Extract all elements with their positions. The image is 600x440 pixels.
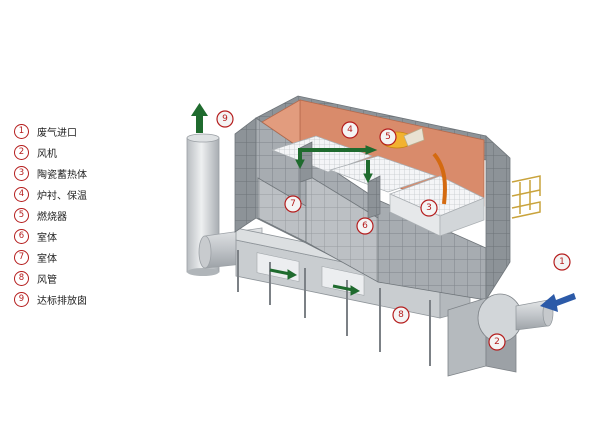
legend-label: 达标排放囱 xyxy=(37,296,87,307)
callout-8: 8 xyxy=(392,306,410,324)
inlet-arrow xyxy=(540,293,576,312)
support-frame xyxy=(237,250,431,366)
legend-number: 6 xyxy=(14,229,29,244)
legend-label: 室体 xyxy=(37,254,57,265)
callout-6: 6 xyxy=(356,217,374,235)
svg-text:3: 3 xyxy=(426,203,432,213)
svg-text:6: 6 xyxy=(362,221,368,231)
callout-1: 1 xyxy=(553,253,571,271)
legend-label: 风机 xyxy=(37,149,57,160)
legend: 1 废气进口 2 风机 3 陶瓷蓄热体 4 炉衬、保温 5 燃烧器 6 室体 7 室体 8 风管 9 达标排放囱 xyxy=(14,121,154,310)
legend-item: 3 陶瓷蓄热体 xyxy=(14,163,154,184)
legend-item: 4 炉衬、保温 xyxy=(14,184,154,205)
legend-label: 风管 xyxy=(37,275,57,286)
legend-number: 4 xyxy=(14,187,29,202)
legend-item: 1 废气进口 xyxy=(14,121,154,142)
legend-item: 5 燃烧器 xyxy=(14,205,154,226)
legend-number: 5 xyxy=(14,208,29,223)
svg-text:7: 7 xyxy=(290,199,296,209)
legend-label: 废气进口 xyxy=(37,128,77,139)
legend-label: 炉衬、保温 xyxy=(37,191,87,202)
callout-3: 3 xyxy=(420,199,438,217)
callout-4: 4 xyxy=(341,121,359,139)
svg-text:8: 8 xyxy=(398,310,404,320)
svg-text:1: 1 xyxy=(559,257,565,267)
exhaust-arrow xyxy=(191,103,208,133)
callout-5: 5 xyxy=(379,128,397,146)
legend-item: 6 室体 xyxy=(14,226,154,247)
legend-number: 2 xyxy=(14,145,29,160)
hot-gas-flow xyxy=(432,152,447,205)
callout-9: 9 xyxy=(216,110,234,128)
svg-text:5: 5 xyxy=(385,132,391,142)
legend-label: 室体 xyxy=(37,233,57,244)
legend-number: 3 xyxy=(14,166,29,181)
flow-arrows xyxy=(269,145,378,296)
ceramic-media xyxy=(270,135,485,237)
legend-label: 陶瓷蓄热体 xyxy=(37,170,87,181)
legend-number: 1 xyxy=(14,124,29,139)
legend-item: 8 风管 xyxy=(14,268,154,289)
legend-item: 7 室体 xyxy=(14,247,154,268)
svg-text:2: 2 xyxy=(494,337,500,347)
legend-number: 9 xyxy=(14,292,29,307)
svg-text:4: 4 xyxy=(347,125,353,135)
legend-item: 9 达标排放囱 xyxy=(14,289,154,310)
callout-7: 7 xyxy=(284,195,302,213)
svg-text:9: 9 xyxy=(222,114,228,124)
legend-number: 7 xyxy=(14,250,29,265)
platform-railing xyxy=(511,175,541,219)
legend-label: 燃烧器 xyxy=(37,212,67,223)
callout-2: 2 xyxy=(488,333,506,351)
legend-item: 2 风机 xyxy=(14,142,154,163)
legend-number: 8 xyxy=(14,271,29,286)
